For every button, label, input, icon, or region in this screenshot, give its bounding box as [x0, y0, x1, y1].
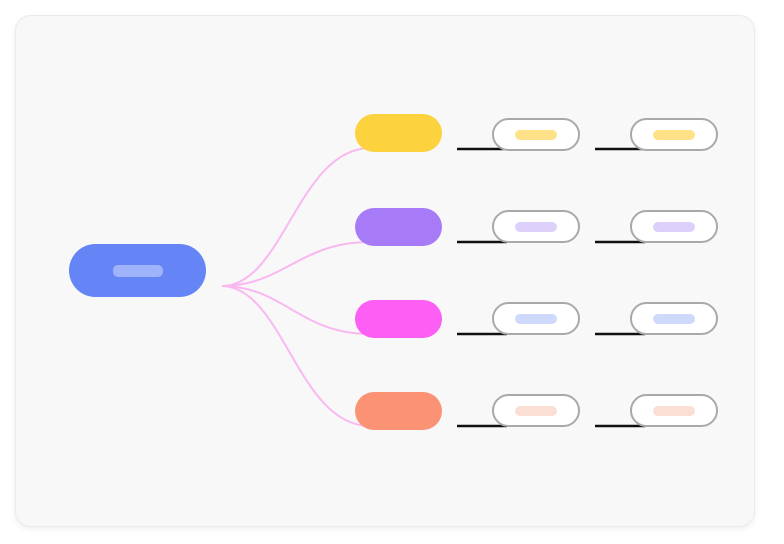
leaf-magenta-2[interactable] — [630, 302, 718, 335]
root-node[interactable] — [69, 244, 206, 297]
leaf-orange-1[interactable] — [492, 394, 580, 427]
leaf-orange-2[interactable] — [630, 394, 718, 427]
branch-yellow[interactable] — [355, 114, 442, 152]
root-edge-group — [222, 147, 371, 427]
leaf-purple-1[interactable] — [492, 210, 580, 243]
leaf-purple-2[interactable] — [630, 210, 718, 243]
leaf-orange-1-label-bar — [515, 405, 557, 416]
leaf-yellow-1-label-bar — [515, 129, 557, 140]
root-edge-1 — [222, 147, 371, 287]
leaf-purple-2-label-bar — [653, 221, 695, 232]
branch-edge-group — [457, 147, 645, 428]
leaf-yellow-2[interactable] — [630, 118, 718, 151]
root-node-label-bar — [112, 264, 163, 277]
root-edge-3 — [222, 285, 371, 335]
leaf-yellow-2-label-bar — [653, 129, 695, 140]
leaf-magenta-2-label-bar — [653, 313, 695, 324]
root-edge-4 — [222, 285, 371, 427]
leaf-yellow-1[interactable] — [492, 118, 580, 151]
leaf-orange-2-label-bar — [653, 405, 695, 416]
diagram-panel[interactable] — [15, 15, 755, 527]
leaf-magenta-1-label-bar — [515, 313, 557, 324]
branch-purple[interactable] — [355, 208, 442, 246]
leaf-magenta-1[interactable] — [492, 302, 580, 335]
root-edge-2 — [222, 241, 371, 287]
leaf-purple-1-label-bar — [515, 221, 557, 232]
branch-magenta[interactable] — [355, 300, 442, 338]
branch-orange[interactable] — [355, 392, 442, 430]
